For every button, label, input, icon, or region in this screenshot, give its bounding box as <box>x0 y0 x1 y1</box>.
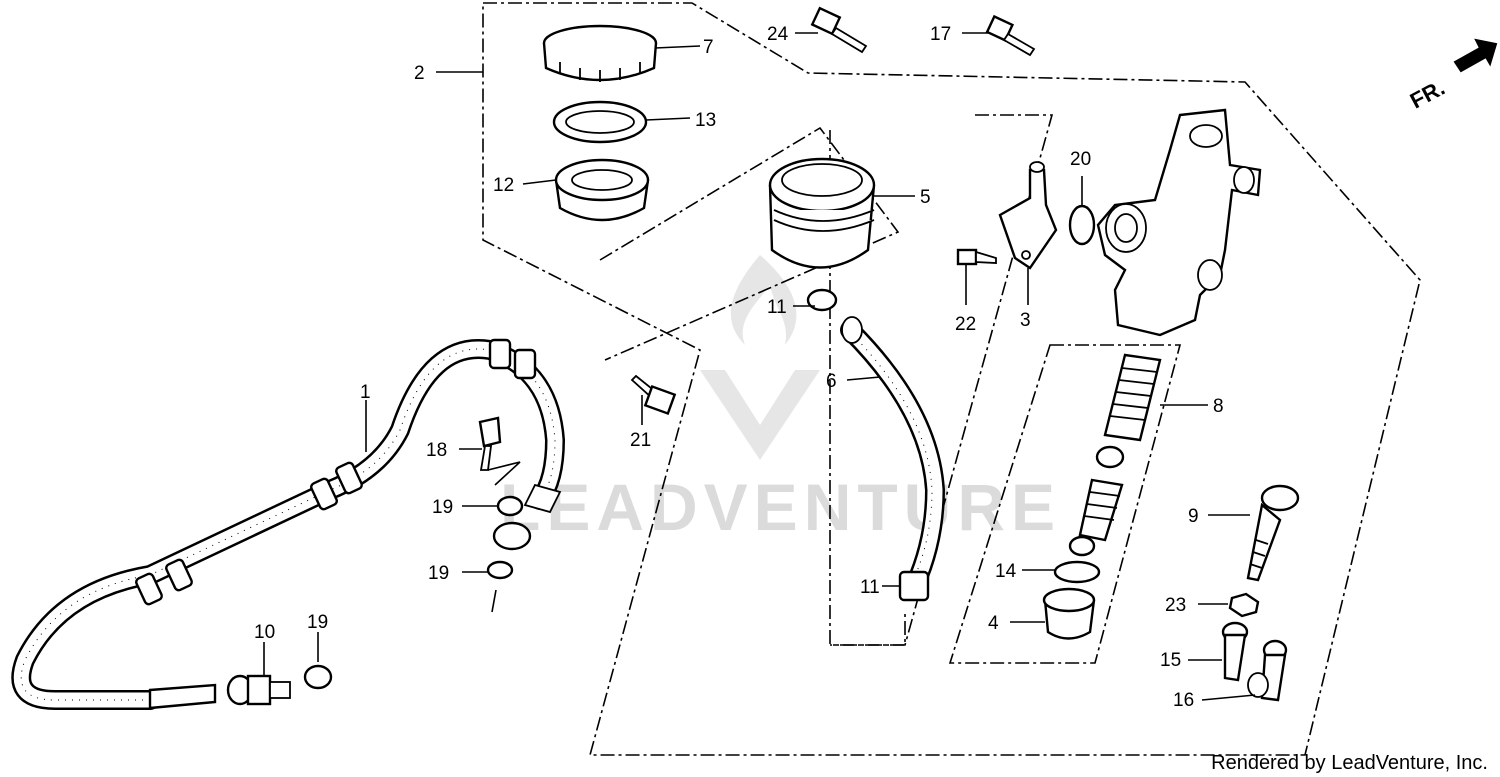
assembly-outline <box>482 2 1421 756</box>
watermark-flame-icon <box>730 255 797 345</box>
sealing-washer-1 <box>303 664 333 690</box>
bolt-21 <box>630 374 677 416</box>
callout-6[interactable]: 6 <box>826 371 837 392</box>
callout-7[interactable]: 7 <box>703 37 714 58</box>
watermark: LEADVENTURE <box>500 255 1061 544</box>
reservoir-body <box>768 157 876 269</box>
callout-20[interactable]: 20 <box>1070 149 1091 170</box>
callout-22[interactable]: 22 <box>955 314 976 335</box>
bolt-17 <box>985 14 1036 57</box>
callout-24[interactable]: 24 <box>767 24 789 45</box>
callout-2[interactable]: 2 <box>414 63 425 84</box>
bolt-24 <box>810 6 868 54</box>
screw-22 <box>956 248 997 266</box>
watermark-text: LEADVENTURE <box>500 470 1061 544</box>
callout-17[interactable]: 17 <box>930 24 951 45</box>
callout-12[interactable]: 12 <box>493 175 514 196</box>
circlip <box>1053 560 1101 584</box>
master-cylinder-body <box>1096 108 1262 337</box>
lever-group-outline <box>830 114 1054 646</box>
reservoir-diaphragm <box>554 158 650 222</box>
reservoir-cap <box>542 24 658 82</box>
reservoir-plate <box>552 100 648 144</box>
callout-13[interactable]: 13 <box>695 110 716 131</box>
watermark-v-icon <box>700 370 820 460</box>
render-credit: Rendered by LeadVenture, Inc. <box>1211 752 1488 774</box>
callout-labels: 1 2 3 4 5 6 7 8 9 10 11 11 12 13 14 15 1… <box>254 24 1224 711</box>
sealing-washer-3 <box>486 560 514 580</box>
push-rod <box>1246 484 1300 582</box>
callout-9[interactable]: 9 <box>1188 506 1199 527</box>
callout-18[interactable]: 18 <box>426 440 447 461</box>
callout-4[interactable]: 4 <box>988 613 999 634</box>
piston-kit-outline <box>948 344 1182 664</box>
callout-14[interactable]: 14 <box>995 561 1017 582</box>
callout-3[interactable]: 3 <box>1020 310 1031 331</box>
front-arrow-icon <box>1453 38 1498 73</box>
callout-19-middle[interactable]: 19 <box>428 563 449 584</box>
oil-bolt <box>226 674 291 706</box>
front-direction-indicator: FR. <box>1406 38 1498 114</box>
sealing-washer-2 <box>496 495 524 517</box>
reservoir-joint <box>998 161 1058 270</box>
callout-23[interactable]: 23 <box>1165 595 1186 616</box>
front-direction-label: FR. <box>1406 75 1449 114</box>
piston-set <box>1068 353 1162 557</box>
reservoir-hose <box>840 320 946 595</box>
brake-hose <box>11 338 566 710</box>
o-ring <box>1068 204 1096 246</box>
callout-11-upper[interactable]: 11 <box>767 297 787 318</box>
reservoir-group-outline <box>599 126 900 361</box>
callout-5[interactable]: 5 <box>920 187 931 208</box>
callout-16[interactable]: 16 <box>1173 690 1194 711</box>
hose-clip-upper <box>806 288 863 344</box>
rubber-boot <box>1042 587 1096 640</box>
rod-clevis <box>1221 621 1288 702</box>
joint-nut <box>1228 592 1260 618</box>
callout-15[interactable]: 15 <box>1160 650 1181 671</box>
callout-21[interactable]: 21 <box>630 430 651 451</box>
hose-clip-lower <box>898 570 930 602</box>
callout-10[interactable]: 10 <box>254 622 275 643</box>
oil-bolt-18 <box>478 416 502 471</box>
bolt-18-leader <box>487 461 521 486</box>
callout-19-upper[interactable]: 19 <box>432 497 453 518</box>
callout-8[interactable]: 8 <box>1213 396 1224 417</box>
callout-11-lower[interactable]: 11 <box>860 577 880 598</box>
hose-group-outline <box>829 130 906 646</box>
callout-19-lower[interactable]: 19 <box>307 612 328 633</box>
callout-1[interactable]: 1 <box>360 382 371 403</box>
